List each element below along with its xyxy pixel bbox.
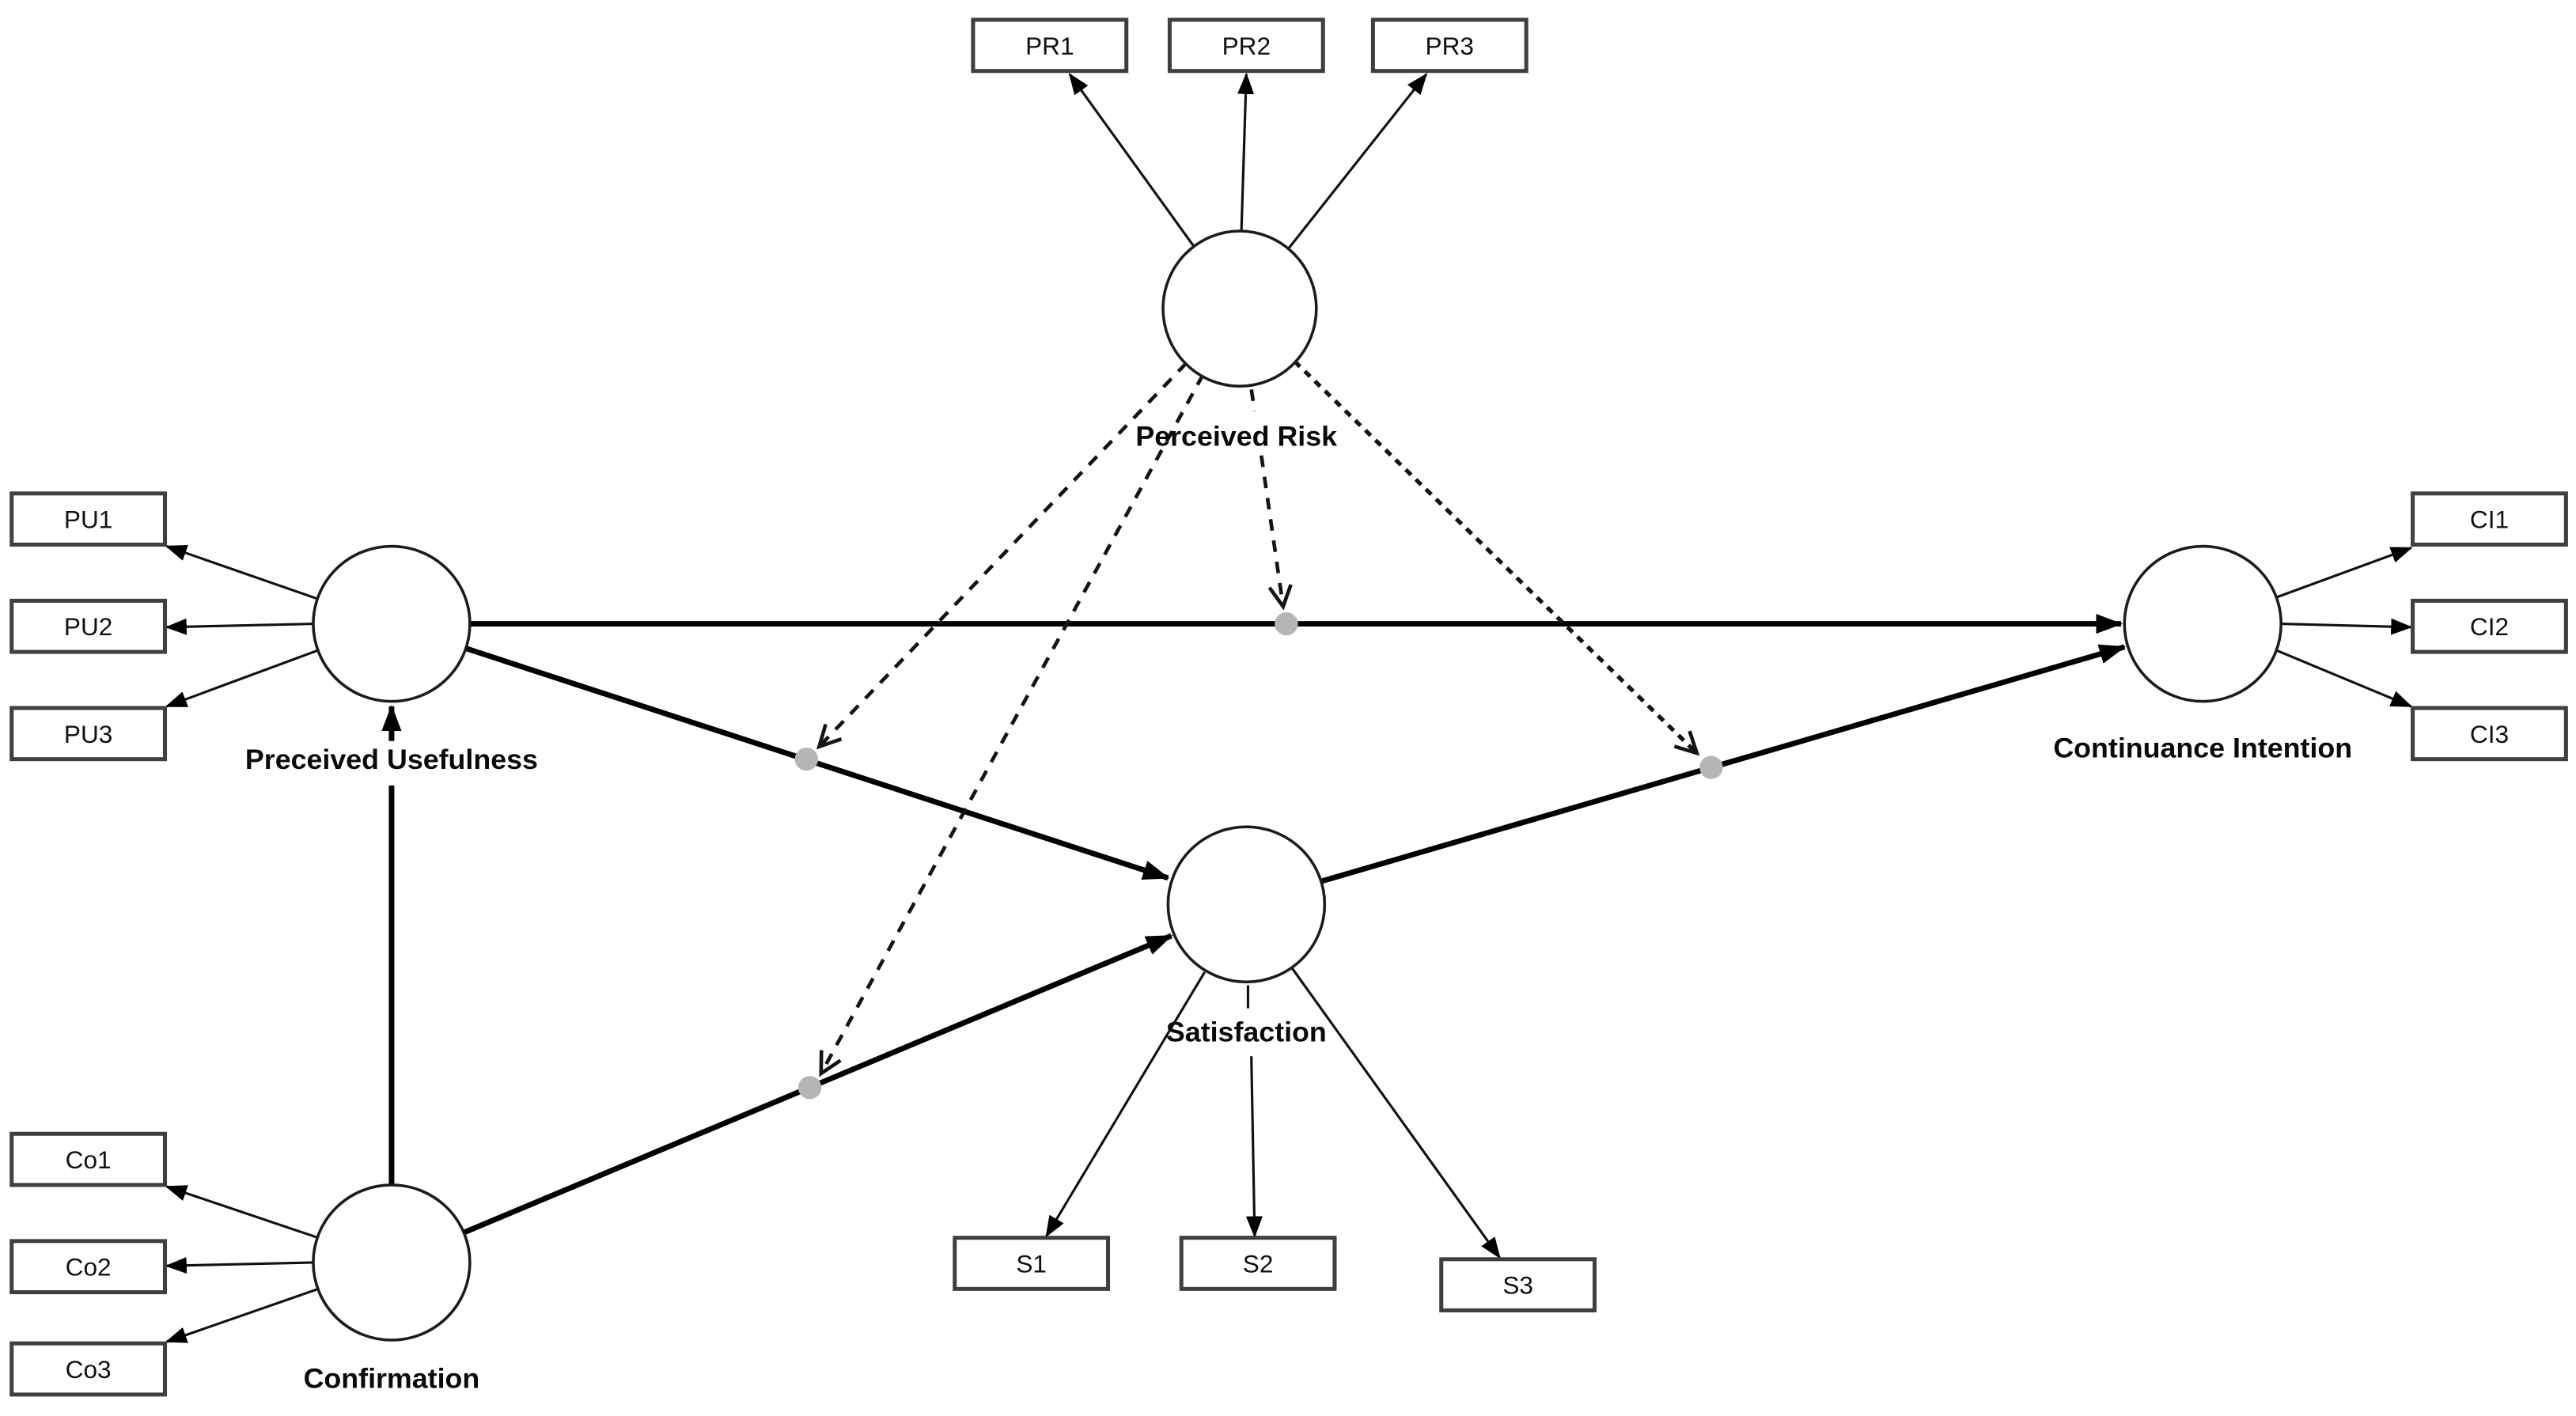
pu1-label: PU1 (64, 506, 112, 534)
pu3-label: PU3 (64, 721, 112, 748)
structural-path-satisfaction-to-continuance-intention (1320, 644, 2127, 884)
indicator-pu2: PU2 (9, 598, 168, 654)
s3-label: S3 (1502, 1272, 1533, 1300)
preceived-usefulness-label: Preceived Usefulness (245, 744, 538, 775)
pu3-box (9, 706, 168, 762)
indicator-co1: Co1 (9, 1131, 168, 1187)
confirmation-label: Confirmation (304, 1363, 480, 1395)
preceived-usefulness-ellipse (312, 544, 472, 703)
loading-arrow-ci3 (2275, 649, 2413, 708)
pr2-label: PR2 (1222, 32, 1271, 60)
confirmation-ellipse (312, 1183, 472, 1342)
loading-arrow-s2 (1245, 1056, 1263, 1238)
co3-box (9, 1341, 168, 1397)
ci2-box (2411, 598, 2568, 654)
loading-arrow-pu1 (165, 545, 319, 600)
ci3-label: CI3 (2470, 721, 2509, 748)
perceived-risk-ellipse (1161, 229, 1318, 388)
moderation-dot-satisfaction-ci (1699, 755, 1723, 779)
indicator-s2: S2 (1179, 1236, 1337, 1291)
moderation-dot-pu-ci (1275, 611, 1298, 636)
loading-arrow-ci1 (2275, 547, 2413, 599)
loading-arrow-pu2 (165, 618, 313, 635)
indicator-pr1: PR1 (971, 17, 1129, 74)
continuance-intention-ellipse (2123, 544, 2283, 703)
moderation-path-pr-on-satisfaction-ci (1293, 360, 1700, 756)
latent-perceived-risk: Perceived Risk (1135, 229, 1337, 452)
s2-box (1179, 1236, 1337, 1291)
indicator-ci3: CI3 (2411, 706, 2568, 762)
pu2-box (9, 598, 168, 654)
loading-arrow-pr1 (1068, 73, 1196, 248)
latent-confirmation: Confirmation (304, 1183, 480, 1395)
indicators-continuance-intention: CI1 CI2 CI3 (2411, 491, 2568, 762)
satisfaction-label: Satisfaction (1166, 1017, 1327, 1048)
co2-label: Co2 (66, 1254, 112, 1282)
indicators-perceived-risk: PR1 PR2 PR3 (971, 17, 1529, 74)
moderation-path-pr-on-pu-satisfaction (816, 362, 1188, 750)
moderation-path-pr-on-confirmation-satisfaction (819, 373, 1205, 1077)
indicator-ci1: CI1 (2411, 491, 2568, 547)
indicator-pr3: PR3 (1370, 17, 1529, 74)
indicator-pu3: PU3 (9, 706, 168, 762)
satisfaction-ellipse (1166, 825, 1327, 984)
indicator-s3: S3 (1439, 1257, 1597, 1312)
indicators-preceived-usefulness: PU1 PU2 PU3 (9, 491, 168, 762)
pr1-box (971, 17, 1129, 74)
latent-preceived-usefulness: Preceived Usefulness (245, 544, 538, 775)
pr1-label: PR1 (1025, 32, 1074, 60)
moderation-path-pr-on-pu-ci (1260, 455, 1293, 611)
ci3-box (2411, 706, 2568, 762)
s3-box (1439, 1257, 1597, 1312)
perceived-risk-label: Perceived Risk (1135, 420, 1337, 452)
s1-box (953, 1236, 1111, 1291)
indicator-co3: Co3 (9, 1341, 168, 1397)
ci2-label: CI2 (2470, 613, 2509, 641)
loading-arrow-s3 (1290, 966, 1501, 1259)
indicator-pu1: PU1 (9, 491, 168, 547)
s1-label: S1 (1016, 1251, 1047, 1278)
loading-arrows (165, 72, 2413, 1343)
s2-label: S2 (1243, 1251, 1274, 1278)
co1-label: Co1 (66, 1146, 112, 1174)
co2-box (9, 1239, 168, 1295)
latent-satisfaction: Satisfaction (1166, 825, 1327, 1048)
indicator-pr2: PR2 (1167, 17, 1325, 74)
moderation-dot-confirmation-satisfaction (797, 1076, 822, 1100)
loading-arrow-co3 (165, 1287, 319, 1343)
loading-arrow-pu3 (165, 649, 319, 708)
loading-arrow-pr3 (1286, 73, 1428, 250)
indicator-ci2: CI2 (2411, 598, 2568, 654)
continuance-intention-label: Continuance Intention (2053, 733, 2352, 764)
pr3-label: PR3 (1426, 32, 1474, 60)
pu1-box (9, 491, 168, 547)
indicator-s1: S1 (953, 1236, 1111, 1291)
moderation-dot-pu-satisfaction (794, 748, 819, 771)
indicators-satisfaction: S1 S2 S3 (953, 1236, 1597, 1312)
loading-arrow-co1 (165, 1185, 319, 1240)
moderation-path-pr-on-pu-ci-upper-stub (1249, 389, 1257, 411)
pr2-box (1167, 17, 1325, 74)
ci1-box (2411, 491, 2568, 547)
indicator-co2: Co2 (9, 1239, 168, 1295)
loading-arrow-ci2 (2281, 618, 2413, 635)
indicators-confirmation: Co1 Co2 Co3 (9, 1131, 168, 1397)
co3-label: Co3 (66, 1356, 112, 1384)
latent-continuance-intention: Continuance Intention (2053, 544, 2352, 764)
ci1-label: CI1 (2470, 506, 2509, 534)
loading-arrow-pr2 (1237, 72, 1255, 233)
co1-box (9, 1131, 168, 1187)
loading-arrow-co2 (165, 1257, 313, 1274)
pu2-label: PU2 (64, 613, 112, 641)
moderation-paths (794, 360, 1723, 1100)
loading-arrow-s1 (1045, 971, 1207, 1238)
pr3-box (1370, 17, 1529, 74)
